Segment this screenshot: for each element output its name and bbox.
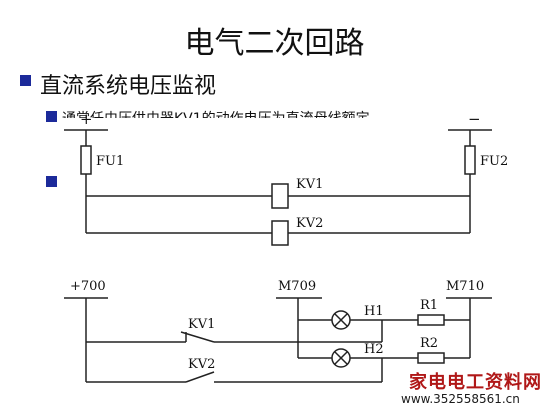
kv2-contact-blade <box>185 371 215 383</box>
relay-coil-kv2 <box>271 220 289 246</box>
bullet-square <box>20 75 31 86</box>
fuse-fu1 <box>80 145 92 175</box>
label-bus-700: +700 <box>70 279 106 294</box>
lamp-h2-cross <box>334 351 348 365</box>
label-kv2-contact: KV2 <box>188 357 215 372</box>
label-minus: − <box>468 110 481 128</box>
slide-title: 电气二次回路 <box>184 26 365 61</box>
bullet-square <box>46 176 57 187</box>
label-r2: R2 <box>420 336 438 351</box>
label-r1: R1 <box>420 298 438 313</box>
resistor-r2 <box>417 352 445 364</box>
label-bus-m709: M709 <box>278 279 316 294</box>
label-h2: H2 <box>364 342 384 357</box>
label-fu1: FU1 <box>96 154 124 169</box>
label-fu2: FU2 <box>480 154 508 169</box>
label-kv2-coil: KV2 <box>296 216 323 231</box>
label-plus: + <box>80 110 93 128</box>
label-kv1-contact: KV1 <box>188 317 215 332</box>
relay-coil-kv1 <box>271 183 289 209</box>
clipped-text-line: 通常任由压供由器KV1的动作电压为直流母线额定 <box>62 108 522 118</box>
resistor-r1 <box>417 314 445 326</box>
label-kv1-coil: KV1 <box>296 177 323 192</box>
label-bus-m710: M710 <box>446 279 484 294</box>
bullet-square <box>46 111 57 122</box>
watermark-logo-text: 家电电工资料网 <box>409 372 542 393</box>
lamp-h1-cross <box>334 313 348 327</box>
watermark-url: www.352558561.cn <box>401 392 520 406</box>
section-heading: 直流系统电压监视 <box>40 74 217 99</box>
kv1-contact-blade <box>180 331 215 343</box>
fuse-fu2 <box>464 145 476 175</box>
label-h1: H1 <box>364 304 384 319</box>
